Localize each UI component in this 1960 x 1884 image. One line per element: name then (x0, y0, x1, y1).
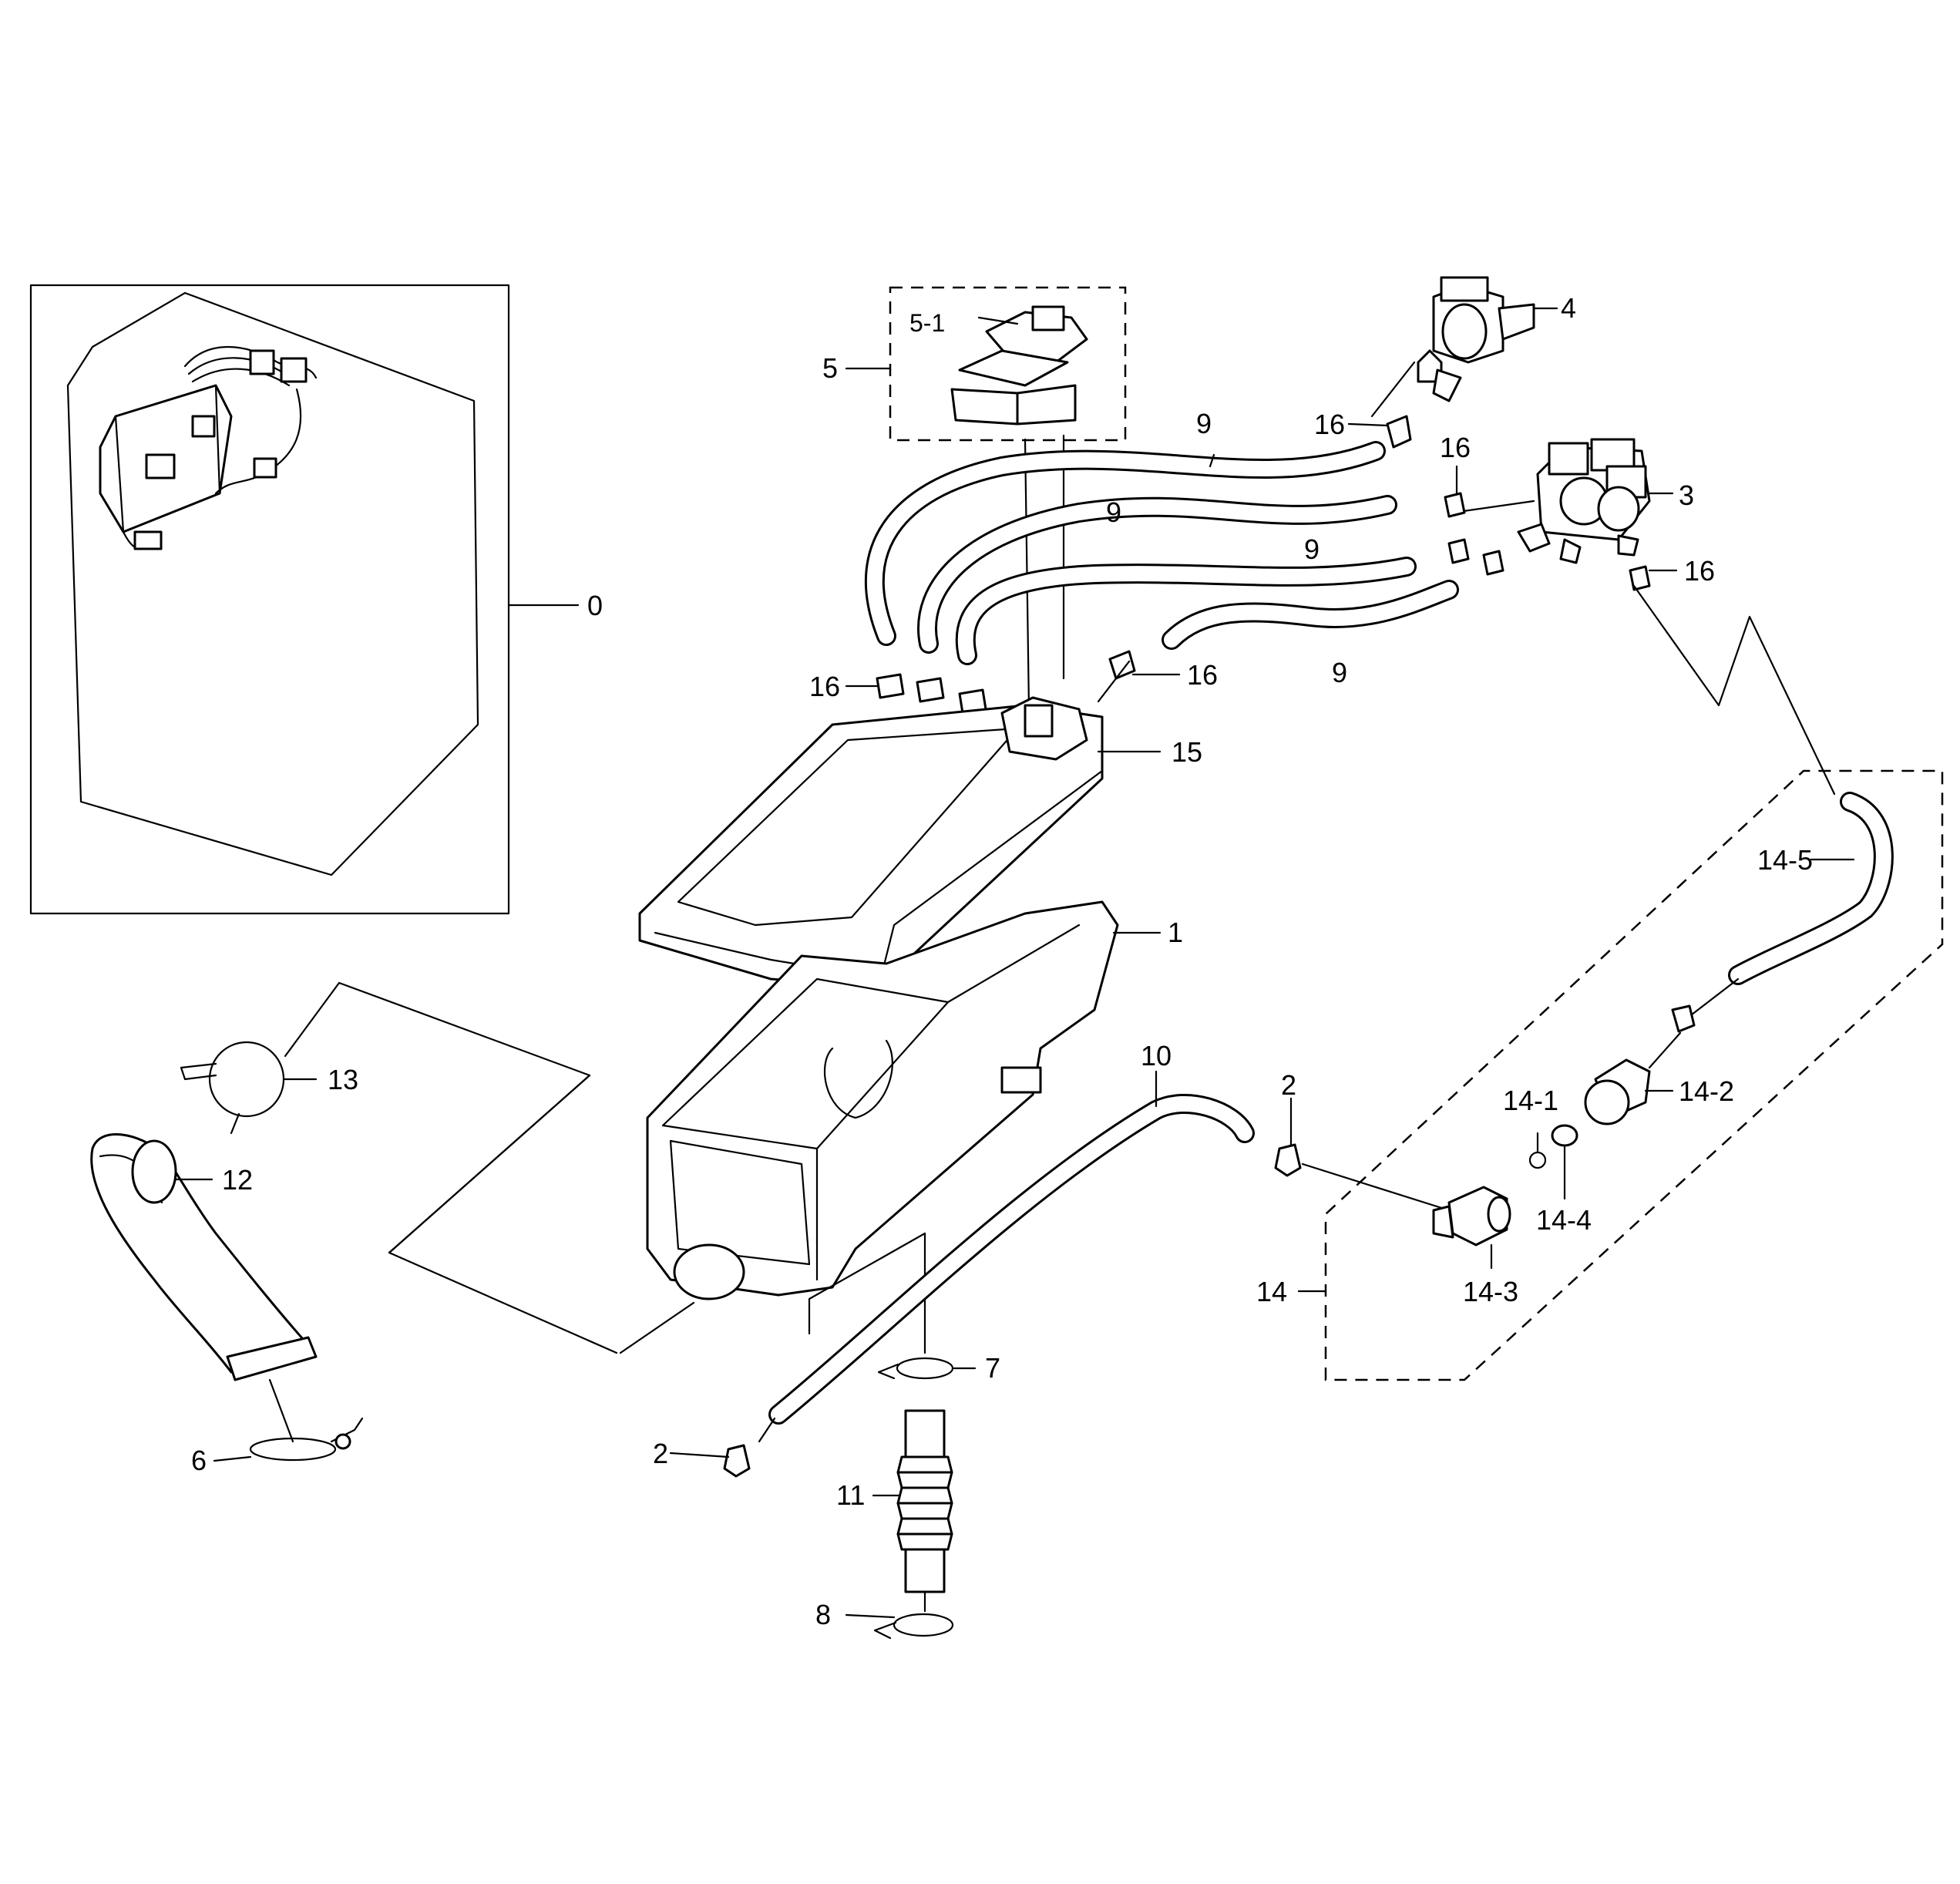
part-14-clip-drawing (1671, 1004, 1696, 1033)
label-9-a: 9 (1196, 408, 1212, 439)
label-9-c: 9 (1304, 533, 1320, 565)
label-7: 7 (985, 1352, 1000, 1384)
label-11: 11 (836, 1479, 865, 1511)
part-5-1-sensor-drawing (950, 305, 1088, 426)
part-10-drain-hose (768, 1094, 1255, 1425)
label-1: 1 (1168, 917, 1183, 948)
part-14-5-hose-drawing (1728, 792, 1894, 985)
part-12-boot-drawing (90, 1133, 318, 1381)
part-4-single-valve-drawing (1417, 276, 1535, 402)
label-2-bottom: 2 (653, 1438, 668, 1469)
label-15: 15 (1172, 736, 1202, 768)
part-14-3-nozzle-drawing (1432, 1186, 1511, 1246)
label-16-c: 16 (1684, 555, 1715, 587)
part-7-clamp-drawing (877, 1357, 954, 1380)
label-14-4: 14-4 (1536, 1204, 1592, 1236)
part-14-4-washer-drawing (1551, 1124, 1578, 1147)
label-5: 5 (822, 352, 838, 384)
part-8-clamp-drawing (873, 1613, 954, 1640)
label-9-b: 9 (1106, 496, 1121, 528)
label-16-d: 16 (1187, 659, 1218, 691)
label-10: 10 (1141, 1040, 1172, 1072)
label-8: 8 (815, 1599, 831, 1630)
label-16-a: 16 (1314, 409, 1345, 440)
part-14-outline (1324, 769, 1944, 1381)
label-14: 14 (1256, 1276, 1287, 1307)
label-14-1: 14-1 (1503, 1085, 1558, 1116)
label-2-top: 2 (1281, 1069, 1296, 1101)
label-4: 4 (1561, 292, 1576, 324)
callout-labels: 0 1 2 2 3 4 5 5-1 6 7 8 9 9 9 9 10 11 12… (191, 292, 1813, 1630)
label-14-2: 14-2 (1679, 1075, 1734, 1107)
part-0-wire-harness-group (29, 284, 510, 915)
wire-harness-drawing (99, 345, 318, 550)
label-16-e: 16 (809, 671, 840, 702)
clamps-16 (876, 415, 1651, 715)
label-14-3: 14-3 (1463, 1276, 1518, 1307)
part-5-outline (889, 286, 1127, 442)
label-0: 0 (587, 590, 603, 621)
label-5-1: 5-1 (909, 309, 945, 337)
clamps-2 (723, 1143, 1302, 1478)
label-6: 6 (191, 1445, 207, 1476)
label-16-b: 16 (1440, 432, 1471, 463)
part-3-multi-valve-drawing (1517, 438, 1651, 564)
hoses-9 (864, 441, 1459, 665)
part-14-1-ball-drawing (1528, 1151, 1547, 1169)
part-13-ring-drawing (180, 1041, 285, 1135)
label-12: 12 (222, 1164, 253, 1196)
part-14-2-filter-drawing (1584, 1058, 1651, 1125)
label-14-5: 14-5 (1757, 844, 1813, 876)
part-1-drawer-housing-drawing (646, 900, 1119, 1300)
part-11-bellows-drawing (896, 1409, 953, 1593)
label-9-d: 9 (1332, 657, 1347, 688)
label-3: 3 (1679, 479, 1694, 511)
part-15-cover-drawing (638, 696, 1104, 988)
label-13: 13 (328, 1064, 358, 1095)
part-6-clamp-drawing (249, 1417, 364, 1462)
